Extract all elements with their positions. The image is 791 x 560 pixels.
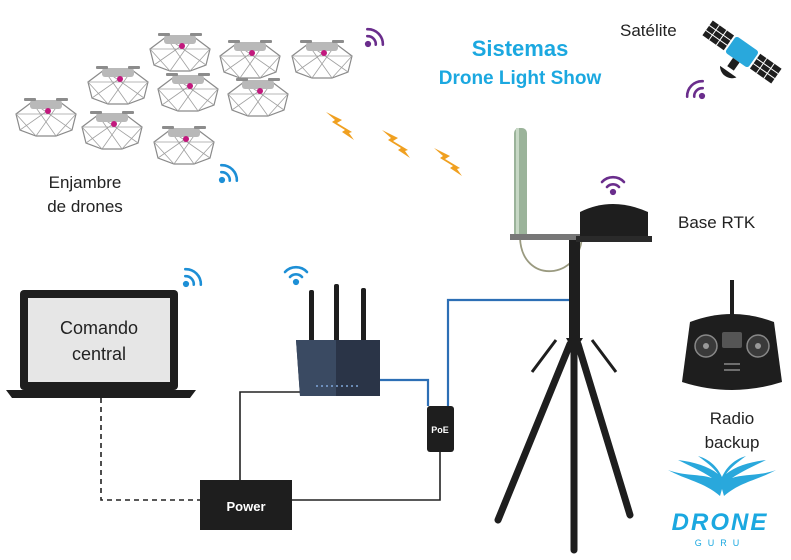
drone-swarm — [15, 32, 353, 165]
wifi-icon — [600, 175, 626, 196]
wifi-icon — [283, 265, 309, 286]
wifi-icon — [357, 24, 388, 55]
swarm-label-line2: de drones — [47, 197, 123, 216]
logo-word: DRONE — [672, 509, 769, 536]
power-label: Power — [226, 499, 265, 514]
radio-controller-icon — [682, 280, 782, 390]
drone-icon — [227, 77, 289, 117]
satellite-icon — [702, 20, 782, 84]
title-line1: Sistemas — [472, 36, 569, 61]
swarm-label-line1: Enjambre — [49, 173, 122, 192]
drone-icon — [81, 110, 143, 150]
rtk-base-icon — [576, 204, 652, 242]
radio-label-line1: Radio — [710, 409, 754, 428]
lightning-icon — [434, 148, 462, 176]
drone-icon — [291, 39, 353, 79]
title-line2: Drone Light Show — [439, 68, 602, 89]
laptop-icon — [6, 290, 196, 398]
drone-icon — [149, 32, 211, 72]
wifi-icon — [211, 160, 242, 191]
wifi-icon — [682, 76, 713, 107]
power-box — [200, 480, 292, 530]
poe-box — [427, 406, 454, 452]
base-rtk-label: Base RTK — [678, 213, 756, 232]
satellite-label: Satélite — [620, 21, 677, 40]
router-icon — [296, 284, 380, 396]
command-label-line1: Comando — [60, 318, 138, 338]
poe-label: PoE — [431, 425, 449, 435]
logo-sub: GURU — [695, 538, 746, 548]
tripod-icon — [494, 128, 634, 554]
drone-icon — [15, 97, 77, 137]
radio-label-line2: backup — [705, 433, 760, 452]
lightning-icon — [326, 112, 354, 140]
drone-icon — [157, 72, 219, 112]
logo-icon — [668, 456, 776, 496]
drone-icon — [153, 125, 215, 165]
lightning-icon — [382, 130, 410, 158]
command-label-line2: central — [72, 344, 126, 364]
drone-icon — [219, 39, 281, 79]
drone-icon — [87, 65, 149, 105]
wifi-icon — [175, 264, 206, 295]
